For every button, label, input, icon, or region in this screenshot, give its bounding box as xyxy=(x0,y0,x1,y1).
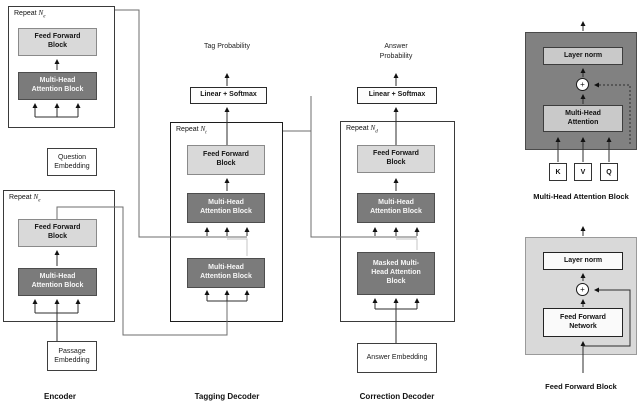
multi-head-attention-box: Multi-Head Attention xyxy=(543,105,623,132)
linear-softmax-box: Linear + Softmax xyxy=(190,87,267,104)
feed-forward-network-box: Feed Forward Network xyxy=(543,308,623,337)
plus-icon: + xyxy=(580,79,585,89)
repeat-prefix: Repeat xyxy=(346,125,369,132)
block-label: Multi-Head Attention Block xyxy=(200,199,252,215)
block-label: Multi-Head Attention Block xyxy=(200,264,252,280)
mha-label: Multi-Head Attention xyxy=(565,109,601,126)
repeat-label: Repeat Ne xyxy=(9,193,40,203)
multi-head-attention-block: Multi-Head Attention Block xyxy=(187,193,265,223)
linear-softmax-label: Linear + Softmax xyxy=(368,91,426,99)
passage-embedding-box: Passage Embedding xyxy=(47,341,97,371)
repeat-label: Repeat Ne xyxy=(14,9,45,19)
value-input-box: V xyxy=(574,163,592,181)
residual-add-node: + xyxy=(576,283,589,296)
multi-head-attention-block: Multi-Head Attention Block xyxy=(18,268,97,296)
multi-head-attention-block: Multi-Head Attention Block xyxy=(187,258,265,288)
repeat-label: Repeat Nd xyxy=(346,124,378,134)
repeat-subscript: d xyxy=(375,129,378,135)
block-label: Multi-Head Attention Block xyxy=(370,199,422,215)
linear-softmax-label: Linear + Softmax xyxy=(200,91,257,99)
block-label: Feed Forward Block xyxy=(203,151,249,167)
repeat-prefix: Repeat xyxy=(9,194,32,201)
layer-norm-label: Layer norm xyxy=(563,51,603,59)
layer-norm-label: Layer norm xyxy=(563,256,603,264)
repeat-subscript: e xyxy=(43,14,46,20)
masked-multi-head-attention-block: Masked Multi-Head Attention Block xyxy=(357,252,435,295)
correction-decoder-caption: Correction Decoder xyxy=(359,392,435,401)
question-embedding-box: Question Embedding xyxy=(47,148,97,176)
embedding-label: Question Embedding xyxy=(54,153,90,170)
plus-icon: + xyxy=(580,284,585,294)
layer-norm-box: Layer norm xyxy=(543,252,623,270)
mha-detail-caption: Multi-Head Attention Block xyxy=(533,192,629,201)
feed-forward-block: Feed Forward Block xyxy=(18,219,97,247)
feed-forward-block: Feed Forward Block xyxy=(187,145,265,175)
encoder-repeat-box-passage: Repeat Ne xyxy=(3,190,115,322)
repeat-prefix: Repeat xyxy=(176,126,199,133)
tag-probability-label: Tag Probability xyxy=(204,43,250,50)
ffb-detail-caption: Feed Forward Block xyxy=(545,382,617,391)
embedding-label: Answer Embedding xyxy=(366,354,428,362)
query-input-box: Q xyxy=(600,163,618,181)
block-label: Multi-Head Attention Block xyxy=(31,77,84,93)
repeat-n: N xyxy=(33,193,39,201)
multi-head-attention-block: Multi-Head Attention Block xyxy=(357,193,435,223)
answer-embedding-box: Answer Embedding xyxy=(357,343,437,373)
v-label: V xyxy=(580,168,586,176)
block-label: Feed Forward Block xyxy=(373,150,419,166)
repeat-prefix: Repeat xyxy=(14,10,37,17)
embedding-label: Passage Embedding xyxy=(54,347,90,364)
block-label: Multi-Head Attention Block xyxy=(31,273,84,289)
feed-forward-block: Feed Forward Block xyxy=(18,28,97,56)
block-label: Feed Forward Block xyxy=(34,33,81,49)
residual-add-node: + xyxy=(576,78,589,91)
multi-head-attention-block: Multi-Head Attention Block xyxy=(18,72,97,100)
k-label: K xyxy=(555,168,561,176)
linear-softmax-box: Linear + Softmax xyxy=(357,87,437,104)
repeat-label: Repeat Nt xyxy=(176,125,207,135)
tagging-decoder-caption: Tagging Decoder xyxy=(194,392,260,401)
layer-norm-box: Layer norm xyxy=(543,47,623,65)
ffn-label: Feed Forward Network xyxy=(560,313,606,330)
repeat-subscript: e xyxy=(38,198,41,204)
encoder-caption: Encoder xyxy=(43,392,76,401)
repeat-n: N xyxy=(38,9,44,17)
key-input-box: K xyxy=(549,163,567,181)
repeat-subscript: t xyxy=(205,130,207,136)
q-label: Q xyxy=(606,168,612,176)
encoder-repeat-box-question: Repeat Ne xyxy=(8,6,115,128)
answer-probability-label: Answer Probability xyxy=(379,43,413,60)
block-label: Masked Multi-Head Attention Block xyxy=(371,260,421,285)
block-label: Feed Forward Block xyxy=(34,224,81,240)
feed-forward-block: Feed Forward Block xyxy=(357,145,435,173)
